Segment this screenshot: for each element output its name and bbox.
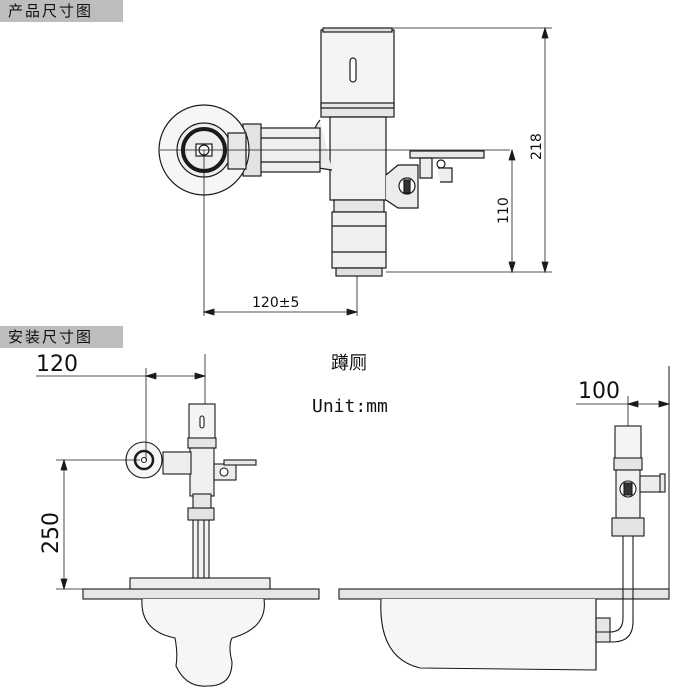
dim-width: 120±5 bbox=[252, 295, 299, 311]
left-install-view bbox=[82, 403, 320, 687]
dim-height-total: 218 bbox=[529, 133, 545, 160]
valve-body bbox=[329, 116, 387, 201]
sensor-cap bbox=[320, 29, 395, 109]
mounting-plate bbox=[409, 150, 485, 159]
dim-left-horizontal: 120 bbox=[36, 352, 78, 377]
dim-right-horizontal: 100 bbox=[578, 379, 620, 404]
install-dimension-panel: 安装尺寸图 蹲厕 Unit:mm bbox=[0, 326, 700, 691]
unit-label: Unit:mm bbox=[312, 396, 388, 417]
dim-left-vertical: 250 bbox=[39, 512, 64, 554]
product-section-label: 产品尺寸图 bbox=[0, 0, 123, 22]
product-drawing: 218 110 120±5 bbox=[158, 26, 552, 316]
install-section-label: 安装尺寸图 bbox=[0, 326, 123, 348]
product-dimension-panel: 产品尺寸图 bbox=[0, 0, 700, 327]
install-title: 蹲厕 bbox=[331, 353, 367, 374]
install-drawing: 蹲厕 Unit:mm bbox=[36, 352, 671, 687]
outlet-pipe bbox=[331, 211, 387, 269]
sensor-window bbox=[349, 57, 357, 83]
dim-height-outlet: 110 bbox=[496, 197, 512, 224]
right-install-view bbox=[338, 366, 670, 671]
